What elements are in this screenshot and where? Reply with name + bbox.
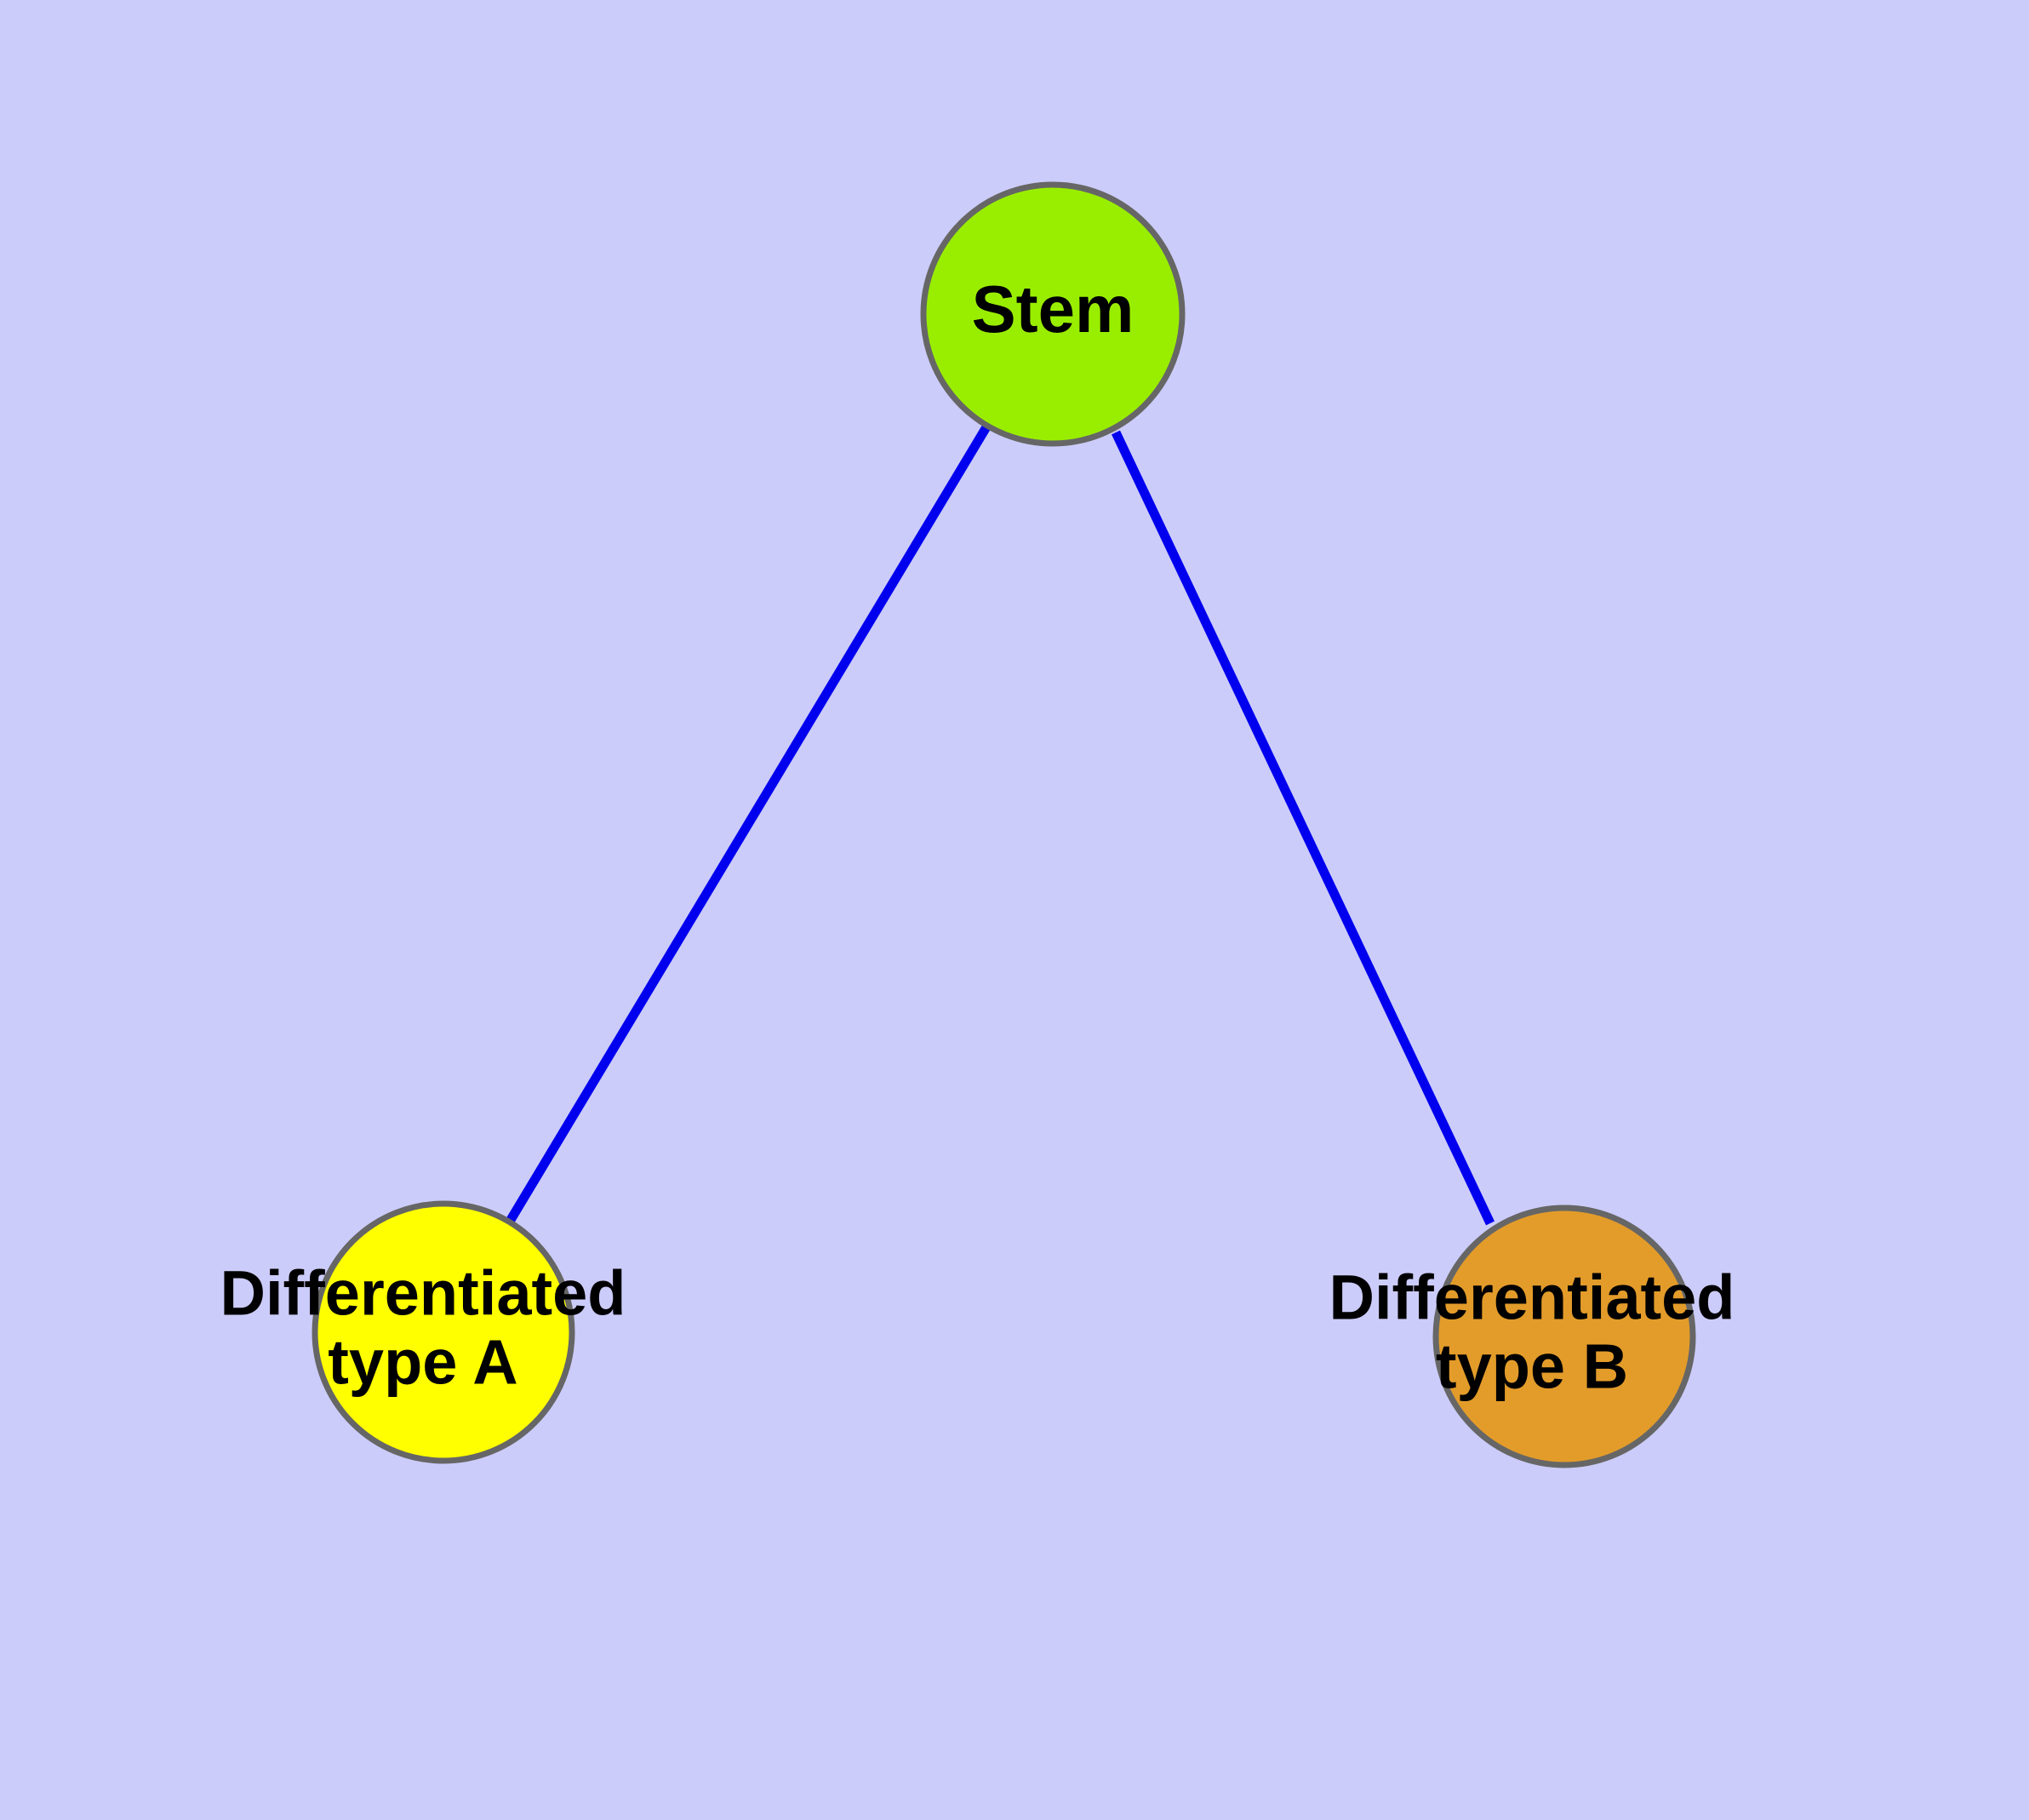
node-circle-diff_b[interactable] <box>1432 1205 1696 1468</box>
node-label-line: Differentiated <box>220 1257 626 1328</box>
node-label-line: type A <box>328 1326 517 1397</box>
node-label-line: Differentiated <box>1329 1262 1735 1332</box>
node-label-line: Stem <box>972 272 1135 346</box>
node-label-line: type B <box>1436 1331 1628 1401</box>
edge-stem-to-diff-a[interactable] <box>506 423 992 1222</box>
node-stem[interactable]: Stem <box>920 181 1186 447</box>
edge-stem-to-diff-b[interactable] <box>1112 430 1495 1226</box>
node-circle-stem[interactable] <box>920 181 1186 447</box>
edge-layer <box>506 423 1495 1226</box>
node-label-stem: Stem <box>972 272 1135 346</box>
node-circle-diff_a[interactable] <box>311 1200 575 1464</box>
